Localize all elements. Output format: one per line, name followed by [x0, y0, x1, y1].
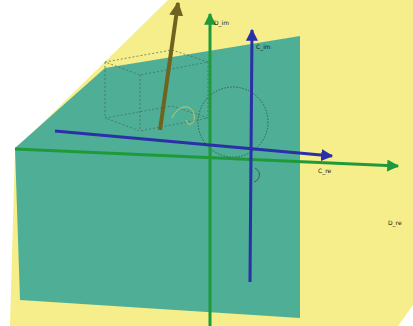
small-curve — [254, 168, 259, 182]
axis-label: C_re — [318, 168, 331, 174]
yellow-plane — [10, 0, 413, 326]
d-im-axis — [209, 14, 212, 326]
teal-plane — [15, 36, 300, 318]
olive-vector — [160, 3, 178, 130]
axis-label: D_re — [388, 220, 402, 226]
dashed-cube — [105, 50, 208, 131]
small-curve — [172, 107, 194, 124]
axis-label: C_im — [256, 44, 271, 50]
axis-label: D_im — [214, 20, 229, 26]
c-im-axis — [250, 30, 252, 282]
d-re-axis — [15, 149, 398, 166]
c-re-axis — [55, 131, 332, 156]
